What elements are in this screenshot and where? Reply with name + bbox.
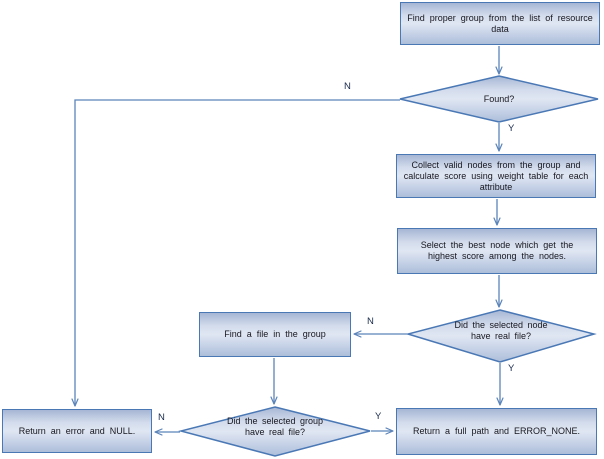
edge-label-group-y: Y	[375, 411, 382, 422]
edge-label-node-y: Y	[508, 363, 515, 374]
edge-label-group-n: N	[158, 412, 165, 423]
edge-found-no-to-return-error	[75, 99, 400, 406]
node-return-full-path: Return a full path and ERROR_NONE.	[396, 408, 597, 455]
node-select-best-node: Select the best node which get the highe…	[397, 228, 597, 274]
node-collect-valid-nodes: Collect valid nodes from the group and c…	[396, 154, 596, 198]
node-find-file-in-group: Find a file in the group	[199, 312, 351, 357]
decision-group-real-file	[178, 406, 371, 457]
node-return-full-path-label: Return a full path and ERROR_NONE.	[412, 426, 581, 436]
node-select-best-node-label: Select the best node which get the highe…	[420, 240, 574, 261]
decision-found	[399, 75, 599, 123]
edge-label-found-n: N	[344, 81, 351, 92]
node-collect-valid-nodes-label: Collect valid nodes from the group and c…	[403, 159, 589, 192]
node-find-proper-group-label: Find proper group from the list of resou…	[407, 12, 593, 34]
edge-label-found-y: Y	[508, 123, 515, 134]
node-find-file-in-group-label: Find a file in the group	[224, 329, 326, 339]
node-return-error-null-label: Return an error and NULL.	[18, 425, 136, 436]
node-find-proper-group: Find proper group from the list of resou…	[400, 2, 600, 45]
node-return-error-null: Return an error and NULL.	[2, 409, 152, 453]
decision-node-real-file	[405, 309, 597, 363]
edge-label-node-n: N	[367, 316, 374, 327]
